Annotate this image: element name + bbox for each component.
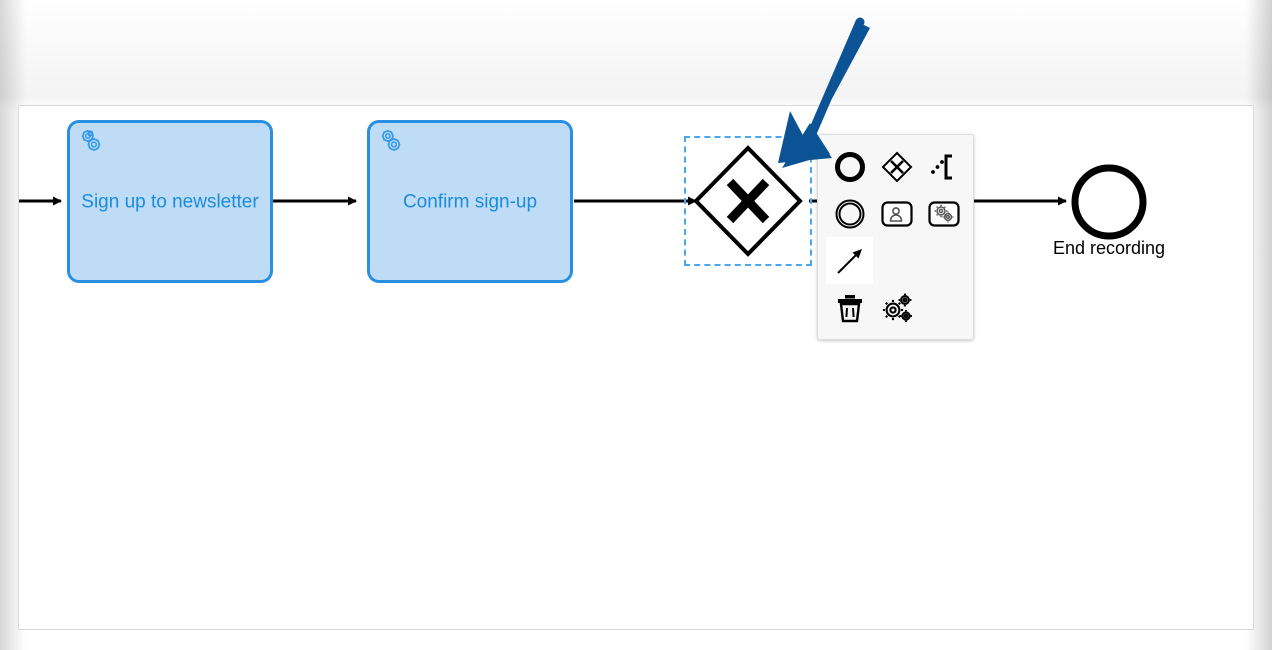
end-event-end-recording[interactable] [1068,161,1150,243]
selection-outline [684,136,812,266]
text-annotation-icon [930,154,952,179]
context-pad[interactable] [817,134,974,340]
append-text-annotation-button[interactable] [920,143,967,190]
end-event-circle [1071,164,1147,240]
context-pad-row [826,143,967,190]
pad-spacer [873,237,920,284]
user-task-icon [880,200,913,227]
pad-spacer [920,284,967,331]
connect-tool-button[interactable] [826,237,873,284]
gears-icon [882,293,912,322]
trash-icon [837,294,862,322]
pad-spacer [920,237,967,284]
exclusive-gateway[interactable] [684,136,812,266]
gears-icon [378,129,408,159]
delete-element-button[interactable] [826,284,873,331]
gateway-diamond-shape [693,145,803,257]
double-circle-icon [835,199,864,228]
append-intermediate-event-button[interactable] [826,190,873,237]
task-confirm-sign-up[interactable]: Confirm sign-up [367,120,573,283]
context-pad-row [826,190,967,237]
connect-arrow-icon [836,248,862,274]
service-task-icon [927,200,960,227]
end-event-label: End recording [1052,238,1166,258]
bpmn-canvas[interactable]: Sign up to newsletter Confirm sign-up [18,105,1254,630]
append-service-task-button[interactable] [920,190,967,237]
gateway-diamond-icon [881,151,912,182]
change-type-button[interactable] [873,284,920,331]
context-pad-row [826,284,967,331]
gears-icon [78,129,108,159]
append-end-event-button[interactable] [826,143,873,190]
task-label: Confirm sign-up [402,191,538,212]
append-user-task-button[interactable] [873,190,920,237]
task-label: Sign up to newsletter [81,191,259,212]
circle-thick-icon [834,151,865,182]
append-gateway-button[interactable] [873,143,920,190]
task-sign-up-to-newsletter[interactable]: Sign up to newsletter [67,120,273,283]
context-pad-row [826,237,967,284]
